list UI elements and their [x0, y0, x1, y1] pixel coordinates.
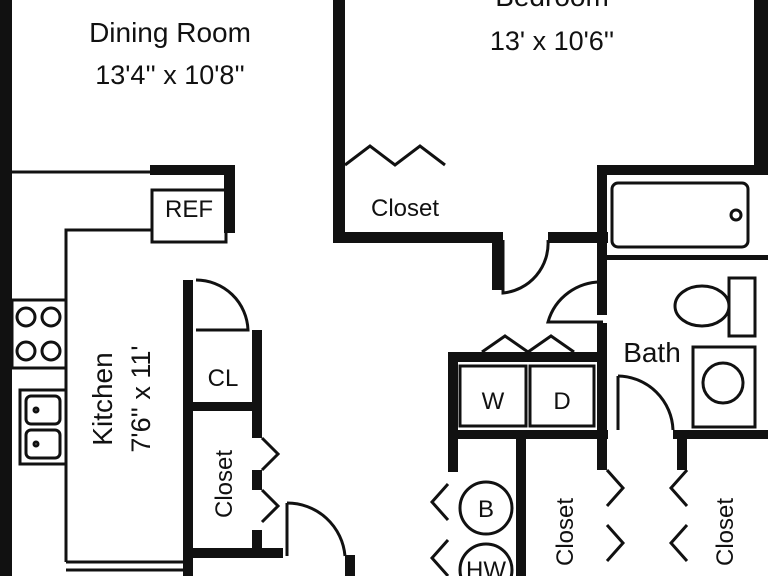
washer-label: W	[482, 388, 505, 415]
kitchen-dims: 7'6'' x 11'	[126, 345, 156, 452]
hall-closet-2-label: Closet	[712, 498, 739, 566]
stove-icon	[10, 298, 68, 370]
bedroom-dims: 13' x 10'6''	[490, 26, 614, 56]
counters	[12, 170, 757, 572]
hall-closet-1-label: Closet	[552, 498, 579, 566]
water-heater-label: HW	[466, 557, 506, 576]
bedroom-closet-label: Closet	[371, 195, 439, 222]
boiler-icon	[458, 480, 514, 536]
kitchen-closet-label: Closet	[211, 450, 238, 518]
ref-label: REF	[165, 196, 213, 223]
kitchen-label: Kitchen	[87, 352, 118, 445]
toilet-icon	[673, 276, 757, 338]
bedroom-label: Bedroom	[495, 0, 609, 12]
bath-sink-icon	[701, 361, 745, 405]
bath-label: Bath	[623, 337, 681, 368]
kitchen-sink-icon	[18, 388, 68, 466]
dryer-label: D	[553, 388, 570, 415]
cl-label: CL	[208, 365, 239, 392]
boiler-label: B	[478, 496, 494, 523]
dining-room-label: Dining Room	[89, 17, 251, 48]
water-heater-icon	[458, 542, 514, 576]
dining-room-dims: 13'4'' x 10'8''	[95, 60, 245, 90]
doors	[195, 144, 689, 576]
